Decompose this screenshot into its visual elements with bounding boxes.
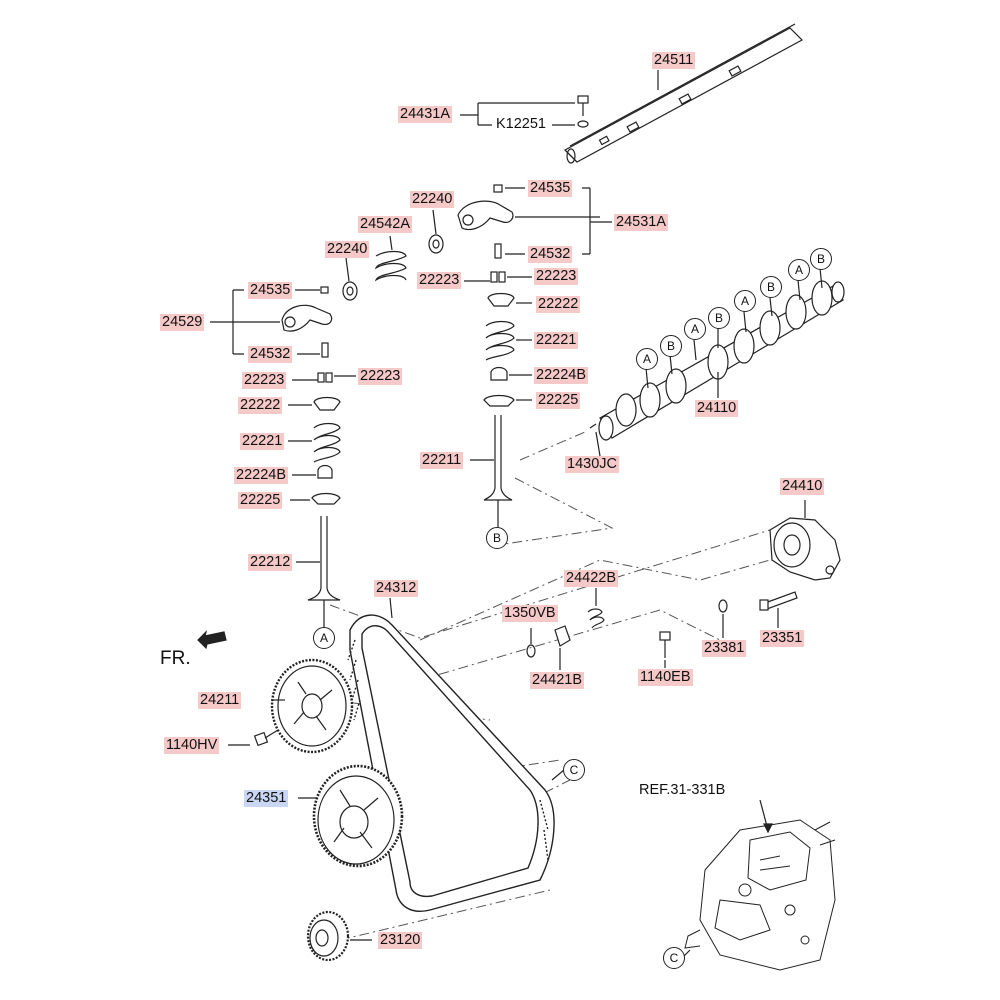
valve-seal-icon (490, 366, 508, 381)
part-label-24312[interactable]: 24312 (374, 580, 419, 597)
rocker-shaft-icon (564, 23, 803, 164)
spring-retainer-icon (487, 292, 515, 307)
camshaft-sprocket-icon (270, 658, 354, 754)
bolt-icon (759, 591, 798, 611)
part-label-22223-left-b[interactable]: 22223 (358, 368, 403, 385)
part-label-22211[interactable]: 22211 (420, 452, 464, 469)
adjust-screw-icon (494, 243, 502, 259)
part-label-23351[interactable]: 23351 (760, 630, 805, 647)
part-label-24422B[interactable]: 24422B (564, 570, 618, 587)
adjust-screw-icon (321, 342, 329, 358)
part-label-22222-right[interactable]: 22222 (536, 296, 581, 313)
part-label-24532-right[interactable]: 24532 (528, 246, 573, 263)
valve-cotter-icon (490, 271, 506, 283)
washer-icon (526, 644, 536, 658)
timing-belt-icon (347, 614, 555, 912)
part-label-24211[interactable]: 24211 (198, 692, 242, 709)
part-label-24110[interactable]: 24110 (695, 400, 739, 417)
part-label-23381[interactable]: 23381 (702, 640, 747, 657)
part-label-22221-left[interactable]: 22221 (240, 433, 285, 450)
part-label-24532-left[interactable]: 24532 (248, 346, 293, 363)
reference-label[interactable]: REF.31-331B (639, 782, 726, 798)
part-label-22223-right-a[interactable]: 22223 (417, 272, 462, 289)
valve-seat-icon (483, 394, 515, 407)
part-label-22224B-right[interactable]: 22224B (534, 367, 588, 384)
marker-a-valve: A (313, 627, 335, 649)
marker-b: B (660, 335, 682, 357)
crankshaft-sprocket-icon (306, 910, 350, 962)
part-label-1140EB[interactable]: 1140EB (638, 669, 693, 686)
marker-b-valve: B (486, 527, 508, 549)
part-label-22223-right-b[interactable]: 22223 (534, 268, 579, 285)
part-label-24511[interactable]: 24511 (652, 52, 696, 69)
bolt-icon (253, 729, 279, 747)
washer-icon (428, 234, 444, 254)
part-label-K12251[interactable]: K12251 (496, 116, 546, 132)
part-label-22225-left[interactable]: 22225 (238, 492, 283, 509)
marker-c-belt: C (563, 759, 585, 781)
valve-icon (483, 415, 513, 530)
part-label-22224B-left[interactable]: 22224B (234, 467, 288, 484)
camshaft-icon (598, 280, 845, 441)
part-label-24410[interactable]: 24410 (780, 478, 825, 495)
part-label-22240-upper[interactable]: 22240 (410, 191, 455, 208)
part-label-24535-left[interactable]: 24535 (248, 282, 293, 299)
bolt-icon (659, 631, 671, 658)
spring-icon (587, 608, 605, 629)
spring-icon (374, 250, 407, 282)
nut-icon (493, 184, 503, 193)
marker-b: B (708, 307, 730, 329)
marker-a: A (684, 318, 706, 340)
part-label-24531A[interactable]: 24531A (614, 214, 668, 231)
part-label-22223-left-a[interactable]: 22223 (242, 372, 287, 389)
marker-c-pump: C (663, 947, 685, 969)
marker-a: A (734, 290, 756, 312)
front-direction-label: FR. (160, 648, 191, 669)
pump-sprocket-icon (312, 764, 404, 868)
part-label-1430JC[interactable]: 1430JC (565, 456, 619, 473)
marker-a: A (788, 259, 810, 281)
part-label-1350VB[interactable]: 1350VB (502, 605, 558, 622)
part-label-24535-right[interactable]: 24535 (528, 180, 573, 197)
marker-b: B (810, 248, 832, 270)
valve-spring-icon (485, 320, 515, 361)
part-label-22221-right[interactable]: 22221 (534, 332, 579, 349)
part-label-24542A[interactable]: 24542A (358, 216, 412, 233)
nut-icon (320, 286, 329, 294)
marker-b: B (760, 276, 782, 298)
rocker-arm-icon (457, 200, 514, 231)
part-label-22212[interactable]: 22212 (248, 554, 293, 571)
rocker-arm-icon (281, 304, 333, 332)
part-label-24351[interactable]: 24351 (244, 790, 289, 807)
part-label-22240-lower[interactable]: 22240 (325, 241, 370, 258)
part-label-23120[interactable]: 23120 (378, 932, 423, 949)
part-label-22225-right[interactable]: 22225 (536, 392, 581, 409)
bushing-icon (554, 625, 571, 647)
marker-a: A (636, 348, 658, 370)
belt-tensioner-icon (769, 517, 841, 581)
part-label-24529[interactable]: 24529 (160, 314, 205, 331)
injection-pump-icon (684, 819, 836, 971)
part-label-1140HV[interactable]: 1140HV (164, 737, 220, 754)
front-arrow-icon (197, 630, 227, 650)
bolt-icon (577, 95, 589, 128)
part-label-22222-left[interactable]: 22222 (238, 397, 283, 414)
part-label-24431A[interactable]: 24431A (398, 106, 452, 123)
part-label-24421B[interactable]: 24421B (530, 672, 584, 689)
